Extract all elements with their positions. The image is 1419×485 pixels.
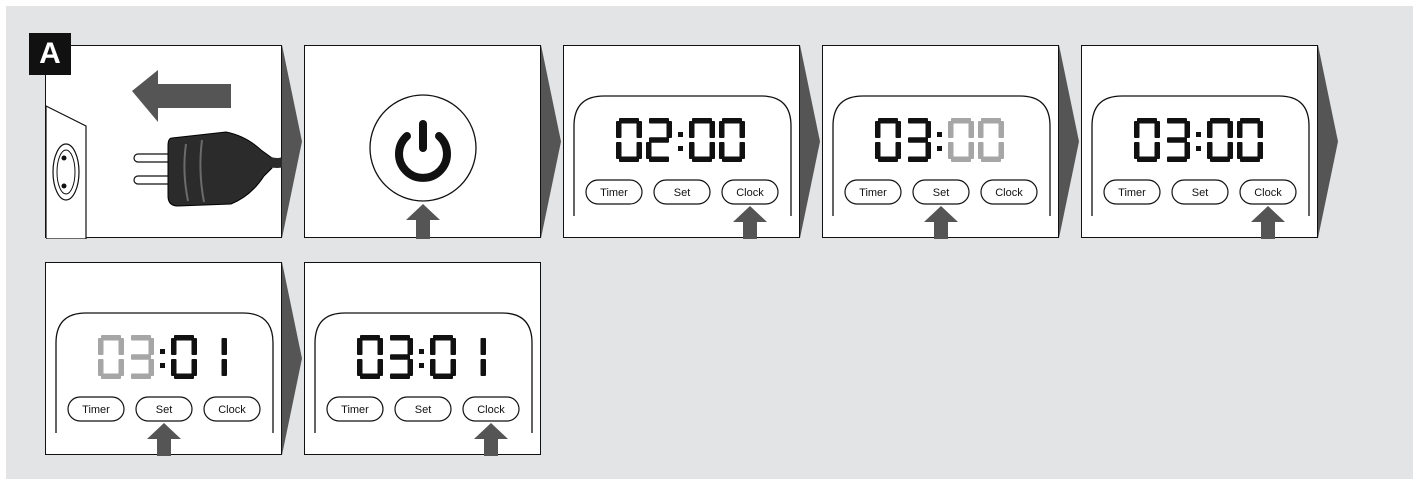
display-digit — [357, 335, 383, 379]
step-chevron — [541, 45, 563, 238]
step-chevron — [800, 45, 822, 238]
device-button-set[interactable]: Set — [1172, 180, 1228, 204]
device-button-label: Set — [674, 187, 691, 199]
step-panel-6: Timer Set Clock — [45, 262, 282, 455]
step-illustration: Timer Set Clock — [564, 46, 801, 239]
device-button-label: Clock — [218, 404, 246, 416]
device-button-timer[interactable]: Timer — [327, 397, 383, 421]
press-arrow — [474, 423, 508, 456]
display-colon — [678, 132, 683, 137]
display-colon — [1196, 132, 1201, 137]
display-digit — [948, 118, 974, 162]
device-button-label: Clock — [736, 187, 764, 199]
device-button-timer[interactable]: Timer — [1104, 180, 1160, 204]
device-button-label: Set — [1192, 187, 1209, 199]
step-panel-2 — [304, 45, 541, 238]
device-button-timer[interactable]: Timer — [68, 397, 124, 421]
display-digit — [616, 118, 642, 162]
device-button-label: Clock — [477, 404, 505, 416]
step-illustration — [46, 46, 283, 239]
display-digit — [430, 335, 456, 379]
display-digit — [689, 118, 715, 162]
step-illustration — [305, 46, 542, 239]
press-arrow — [924, 206, 958, 239]
step-illustration: Timer Set Clock — [305, 263, 542, 456]
step-chevron — [282, 262, 304, 455]
display-digit — [1134, 118, 1160, 162]
step-panel-1 — [45, 45, 282, 238]
display-digit — [719, 118, 745, 162]
device-button-set[interactable]: Set — [913, 180, 969, 204]
display-colon — [419, 363, 424, 368]
step-illustration: Timer Set Clock — [823, 46, 1060, 239]
device-button-label: Timer — [600, 187, 628, 199]
display-colon — [678, 146, 683, 151]
display-colon — [937, 146, 942, 151]
device-button-label: Timer — [859, 187, 887, 199]
display-colon — [1196, 146, 1201, 151]
device-button-label: Clock — [1254, 187, 1282, 199]
device-button-clock[interactable]: Clock — [981, 180, 1037, 204]
device-button-label: Set — [156, 404, 173, 416]
time-display — [98, 335, 227, 379]
time-display — [875, 118, 1004, 162]
device-button-label: Timer — [341, 404, 369, 416]
device-button-label: Timer — [1118, 187, 1146, 199]
unplug-arrow — [132, 70, 231, 122]
display-colon — [937, 132, 942, 137]
step-chevron — [1318, 45, 1340, 238]
device-button-label: Set — [933, 187, 950, 199]
press-arrow — [147, 423, 181, 456]
device-button-timer[interactable]: Timer — [845, 180, 901, 204]
device-button-clock[interactable]: Clock — [1240, 180, 1296, 204]
step-panel-5: Timer Set Clock — [1081, 45, 1318, 238]
step-illustration: Timer Set Clock — [46, 263, 283, 456]
display-colon — [160, 349, 165, 354]
device-button-set[interactable]: Set — [395, 397, 451, 421]
step-chevron — [1059, 45, 1081, 238]
figure-label: A — [29, 33, 71, 75]
display-digit — [1237, 118, 1263, 162]
device-button-set[interactable]: Set — [654, 180, 710, 204]
device-button-clock[interactable]: Clock — [722, 180, 778, 204]
display-digit — [131, 335, 154, 379]
device-button-clock[interactable]: Clock — [463, 397, 519, 421]
time-display — [616, 118, 745, 162]
press-arrow — [1251, 206, 1285, 239]
display-digit — [875, 118, 901, 162]
display-digit — [908, 118, 931, 162]
display-colon — [419, 349, 424, 354]
device-button-label: Set — [415, 404, 432, 416]
display-digit — [222, 338, 228, 376]
step-panel-7: Timer Set Clock — [304, 262, 541, 455]
step-panel-3: Timer Set Clock — [563, 45, 800, 238]
display-digit — [1207, 118, 1233, 162]
step-panel-4: Timer Set Clock — [822, 45, 1059, 238]
display-digit — [1167, 118, 1190, 162]
time-display — [1134, 118, 1263, 162]
press-arrow — [733, 206, 767, 239]
display-digit — [171, 335, 197, 379]
display-digit — [390, 335, 413, 379]
display-colon — [160, 363, 165, 368]
step-illustration: Timer Set Clock — [1082, 46, 1319, 239]
display-digit — [481, 338, 487, 376]
display-digit — [978, 118, 1004, 162]
socket-hole — [62, 156, 67, 161]
device-button-set[interactable]: Set — [136, 397, 192, 421]
device-button-timer[interactable]: Timer — [586, 180, 642, 204]
display-digit — [98, 335, 124, 379]
device-button-clock[interactable]: Clock — [204, 397, 260, 421]
step-chevron — [282, 45, 304, 238]
device-button-label: Clock — [995, 187, 1023, 199]
socket-hole — [62, 184, 67, 189]
time-display — [357, 335, 486, 379]
device-button-label: Timer — [82, 404, 110, 416]
display-digit — [646, 118, 672, 162]
press-arrow — [406, 204, 440, 239]
